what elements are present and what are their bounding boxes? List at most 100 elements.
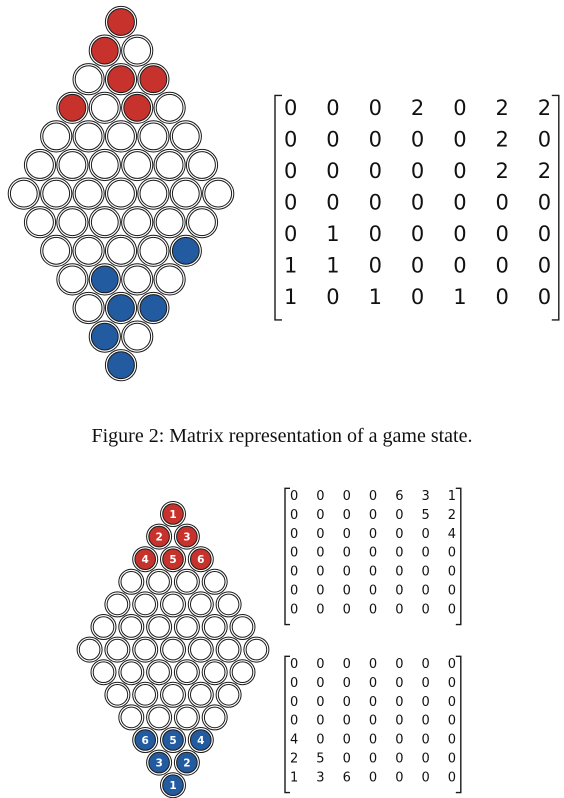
matrix2-top-cell: 0: [422, 546, 430, 561]
matrix1-cell: 0: [411, 254, 424, 278]
board2-empty-hole: [176, 706, 198, 729]
board2-blue-piece: [162, 729, 184, 751]
board1-empty-hole: [58, 208, 87, 237]
matrix2-bottom-cell: 0: [369, 676, 377, 691]
board1-empty-hole: [123, 151, 152, 179]
board2-blue-piece: [148, 751, 170, 774]
board1-empty-hole: [58, 151, 87, 179]
board1-empty-hole: [42, 122, 71, 151]
matrix2-bottom-cell: 0: [369, 752, 377, 767]
board2-empty-hole: [148, 706, 170, 729]
matrix1-cell: 0: [326, 159, 339, 183]
board1-empty-hole: [26, 208, 54, 237]
figure-caption: Figure 2: Matrix representation of a gam…: [91, 425, 473, 447]
board1-empty-hole: [107, 236, 135, 265]
board2-empty-hole: [203, 661, 226, 684]
board2-empty-hole: [92, 616, 115, 638]
matrix2-top-cell: 0: [448, 546, 456, 561]
matrix2-top-cell: 0: [343, 508, 351, 523]
matrix1-cell: 0: [411, 159, 424, 183]
board1-empty-hole: [204, 179, 233, 208]
matrix2-bottom-cell: 0: [290, 714, 298, 729]
matrix1-cell: 1: [369, 285, 382, 309]
matrix2-bottom-cell: 0: [422, 752, 430, 767]
matrix2-bottom-cell: 1: [290, 770, 298, 785]
matrix1-cell: 0: [453, 254, 466, 278]
board1-blue-piece: [107, 294, 135, 322]
matrix2-bottom-cell: 0: [316, 676, 324, 691]
matrix2-top-cell: 0: [448, 602, 456, 617]
matrix1-cell: 2: [538, 96, 551, 120]
matrix1-cell: 0: [411, 285, 424, 309]
matrix1-cell: 1: [453, 285, 466, 309]
board1-empty-hole: [171, 179, 200, 208]
board2-empty-hole: [120, 661, 143, 684]
matrix2-top-cell: 0: [316, 546, 324, 561]
matrix1-cell: 0: [496, 285, 509, 309]
board1-empty-hole: [139, 236, 168, 265]
matrix1-cell: 0: [369, 222, 382, 246]
matrix1-cell: 2: [496, 159, 509, 183]
matrix2-bottom-cell: 5: [316, 752, 324, 767]
matrix2-bottom-cell: 3: [316, 770, 324, 785]
matrix2-top-cell: 0: [369, 527, 377, 542]
matrix2-bottom-cell: 0: [422, 714, 430, 729]
matrix2-top-bracket-right: [455, 487, 462, 626]
board1-blue-piece: [90, 322, 119, 351]
board2-empty-hole: [106, 593, 129, 616]
board2-empty-hole: [134, 638, 156, 661]
matrix2-top-cell: 0: [422, 527, 430, 542]
matrix2-top-cell: 0: [290, 546, 298, 561]
matrix1-cell: 0: [453, 96, 466, 120]
matrix2-bottom-cell: 0: [316, 733, 324, 748]
board2-empty-hole: [162, 593, 184, 616]
board1-empty-hole: [58, 265, 87, 294]
matrix2-top-cell: 0: [395, 602, 403, 617]
matrix2-bottom-cell: 0: [395, 657, 403, 672]
matrix2-top-cell: 0: [422, 584, 430, 599]
board2-empty-hole: [203, 616, 226, 638]
matrix2-top-cell: 0: [369, 602, 377, 617]
board1-empty-hole: [155, 208, 184, 237]
board2-empty-hole: [190, 684, 212, 706]
board2-empty-hole: [217, 684, 240, 706]
matrix2-top-cell: 0: [369, 584, 377, 599]
matrix2-bottom-cell: 0: [448, 770, 456, 785]
matrix2-bottom-bracket-right: [455, 655, 462, 794]
matrix2-bottom-cell: 0: [290, 676, 298, 691]
matrix2-bottom-cell: 2: [290, 752, 298, 767]
matrix1-cell: 2: [411, 96, 424, 120]
matrix1-bracket-right: [551, 94, 560, 321]
matrix2-bottom-bracket-left: [284, 655, 290, 794]
matrix2-bottom-cell: 0: [290, 695, 298, 710]
matrix2-top-cell: 6: [395, 489, 403, 504]
matrix2-top-cell: 0: [290, 602, 298, 617]
matrix2-bottom-cell: 0: [369, 770, 377, 785]
board1-empty-hole: [90, 93, 119, 122]
matrix2-top-cell: 0: [343, 584, 351, 599]
matrix2-top-cell: 0: [316, 584, 324, 599]
board1-empty-hole: [139, 179, 168, 208]
matrix2-bottom-cell: 0: [343, 695, 351, 710]
board1-empty-hole: [155, 93, 184, 122]
matrix1-cell: 0: [326, 96, 339, 120]
board1-empty-hole: [155, 265, 184, 294]
matrix2-bottom-cell: 0: [422, 770, 430, 785]
matrix2-top-cell: 0: [290, 527, 298, 542]
board1-empty-hole: [74, 65, 103, 94]
red-piece-label: 1: [169, 509, 176, 521]
matrix1-cell: 0: [369, 254, 382, 278]
matrix2-bottom-cell: 0: [343, 657, 351, 672]
matrix1-cell: 0: [453, 191, 466, 215]
board2-empty-hole: [134, 684, 156, 706]
matrix2-bottom-cell: 0: [343, 676, 351, 691]
matrix2-top-cell: 1: [448, 489, 456, 504]
board2-red-piece: [190, 548, 212, 571]
matrix2-top-cell: 0: [448, 565, 456, 580]
matrix1-cell: 0: [411, 222, 424, 246]
matrix2-top-cell: 4: [448, 527, 456, 542]
matrix2-bottom-cell: 0: [395, 770, 403, 785]
matrix2-bottom-cell: 0: [343, 733, 351, 748]
board1-red-piece: [107, 65, 135, 94]
board1-empty-hole: [74, 236, 103, 265]
